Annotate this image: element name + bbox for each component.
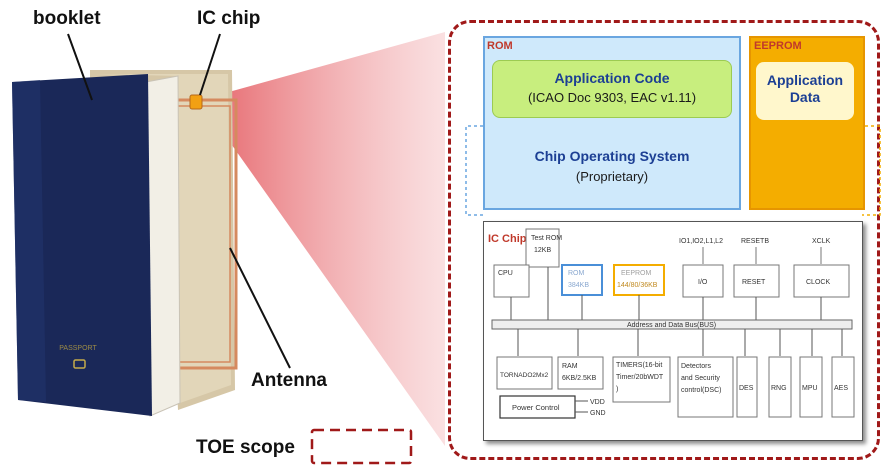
detectors-block <box>677 356 734 418</box>
clock-text: CLOCK <box>806 279 830 286</box>
tornado-block <box>496 356 553 390</box>
address-data-bus <box>491 319 853 330</box>
cpu-block <box>493 264 530 298</box>
gnd-text: GND <box>590 410 606 417</box>
ic-chip-icon <box>189 94 203 110</box>
aes-block <box>831 356 855 418</box>
detectors-text-3: control(DSC) <box>681 387 721 394</box>
power-control-block <box>499 395 576 419</box>
ram-text-2: 6KB/2.5KB <box>562 375 597 382</box>
ram-text-1: RAM <box>562 363 578 370</box>
mpu-block <box>799 356 823 418</box>
booklet-label: booklet <box>33 8 101 29</box>
vdd-text: VDD <box>590 399 605 406</box>
ram-block <box>557 356 604 390</box>
des-block <box>736 356 758 418</box>
eeprom-block <box>613 264 665 296</box>
timers-text-2: Timer/20bWDT <box>616 374 664 381</box>
clock-block <box>793 264 850 298</box>
cos-title: Chip Operating System <box>534 148 690 164</box>
application-data-line2: Data <box>789 89 821 105</box>
timers-text-3: ) <box>616 386 618 393</box>
passport-chip-logo <box>73 359 86 369</box>
test-rom-text-1: Test ROM <box>531 235 562 242</box>
rom-mapping-guide <box>465 125 486 216</box>
application-data-line1: Application <box>766 72 844 88</box>
passport-illustration: PASSPORT <box>12 70 238 417</box>
resetb-text: RESETB <box>741 238 769 245</box>
booklet-leader <box>67 33 93 101</box>
application-code-title: Application Code <box>554 70 670 86</box>
application-code-box: Application Code (ICAO Doc 9303, EAC v1.… <box>492 60 732 118</box>
reset-block <box>733 264 780 298</box>
rom-block-text-1: ROM <box>568 270 585 277</box>
detectors-text-2: and Security <box>681 375 720 382</box>
detectors-text-1: Detectors <box>681 363 711 370</box>
rom-block-text-2: 384KB <box>568 282 589 289</box>
antenna-leader <box>229 247 291 369</box>
timers-block <box>612 356 671 403</box>
rom-block <box>561 264 603 296</box>
ic-chip-label: IC chip <box>197 8 261 29</box>
test-rom-block <box>525 228 560 268</box>
bus-text: Address and Data Bus(BUS) <box>627 322 716 329</box>
tornado-text: TORNADO2Mx2 <box>500 372 549 379</box>
io-pins-text: IO1,IO2,L1,L2 <box>679 238 723 245</box>
toe-scope-legend-box <box>310 428 413 465</box>
passport-front-cover <box>12 74 152 416</box>
cover-highlight <box>12 80 46 402</box>
passport-cover-text: PASSPORT <box>59 345 97 352</box>
application-code-subtitle: (ICAO Doc 9303, EAC v1.11) <box>527 90 697 105</box>
power-control-text: Power Control <box>512 403 560 412</box>
rng-block <box>768 356 792 418</box>
ic-chip-leader <box>199 33 221 96</box>
application-data-box: Application Data <box>756 62 854 120</box>
toe-scope-label: TOE scope <box>196 437 295 458</box>
test-rom-text-2: 12KB <box>534 247 551 254</box>
ic-chip-title: IC Chip <box>488 233 527 245</box>
cpu-text: CPU <box>498 270 513 277</box>
eeprom-block-text-2: 144/80/36KB <box>617 282 658 289</box>
xclk-text: XCLK <box>812 238 831 245</box>
des-text: DES <box>739 385 754 392</box>
rng-text: RNG <box>771 385 787 392</box>
cos-subtitle: (Proprietary) <box>575 169 649 184</box>
eeprom-block-text-1: EEPROM <box>621 270 652 277</box>
aes-text: AES <box>834 385 848 392</box>
eeprom-title: EEPROM <box>754 40 802 52</box>
io-text: I/O <box>698 279 708 286</box>
timers-text-1: TIMERS(16-bit <box>616 362 662 369</box>
antenna-label: Antenna <box>251 370 327 391</box>
cone-shape <box>200 32 445 446</box>
mpu-text: MPU <box>802 385 818 392</box>
passport-inner-page <box>95 74 231 403</box>
eeprom-mapping-guide <box>862 125 881 216</box>
rom-title: ROM <box>487 40 513 52</box>
reset-text: RESET <box>742 279 766 286</box>
